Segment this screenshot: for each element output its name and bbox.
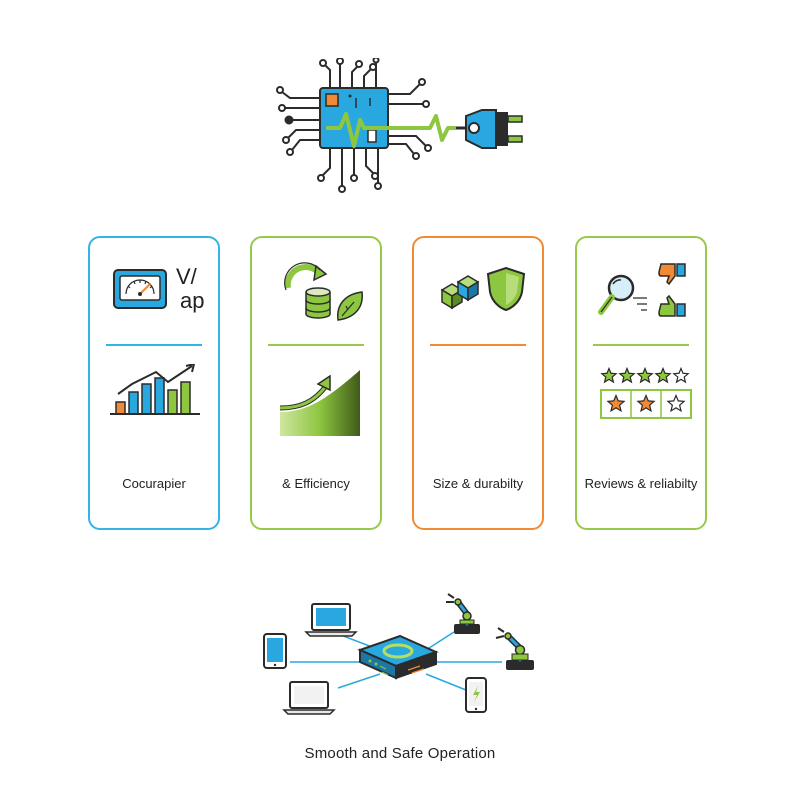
robot-arm-icon — [446, 593, 480, 634]
meter-text-top: V/ — [176, 264, 197, 289]
meter-text-bottom: ap — [180, 288, 205, 313]
star-filled-icon — [636, 366, 654, 384]
hub-device-icon — [357, 634, 439, 680]
thumbs-up-icon — [658, 294, 686, 317]
star-filled-icon — [636, 393, 656, 413]
rising-curve-icon — [279, 370, 360, 436]
star-empty-icon — [666, 393, 686, 413]
leaf-icon — [337, 291, 363, 321]
star-empty-icon — [672, 366, 690, 384]
card-label: Reviews & reliabilty — [584, 476, 698, 491]
card-divider — [430, 344, 526, 346]
robot-arm-icon — [495, 627, 534, 670]
card-size-durability: Size & durabilty — [412, 236, 544, 530]
laptop-icon — [304, 603, 358, 637]
magnifier-icon — [598, 274, 647, 315]
growth-bar-chart-icon — [110, 364, 200, 415]
card-performance: V/ ap Cocurapier — [88, 236, 220, 530]
star-filled-icon — [600, 366, 618, 384]
caption: Smooth and Safe Operation — [304, 745, 496, 762]
card-efficiency: & Efficiency — [250, 236, 382, 530]
laptop-icon — [282, 681, 336, 715]
circuit-chip-icon — [276, 58, 432, 193]
cubes-icon — [440, 275, 480, 310]
card-divider — [268, 344, 364, 346]
star-filled-icon — [654, 366, 672, 384]
card-reviews-reliability: Reviews & reliabilty — [575, 236, 707, 530]
card-label: & Efficiency — [282, 476, 350, 491]
circuit-chip-illustration — [276, 58, 523, 193]
card-label: Size & durabilty — [432, 476, 524, 491]
card-divider — [106, 344, 202, 346]
star-rating-icon — [600, 366, 692, 419]
thumbs-down-icon — [658, 263, 686, 286]
phone-icon — [263, 633, 287, 669]
recycle-arrow-coins-icon — [284, 262, 363, 321]
power-plug-icon — [456, 109, 523, 149]
shield-icon — [486, 266, 526, 312]
star-filled-icon — [606, 393, 626, 413]
phone-icon — [465, 677, 487, 713]
voltmeter-icon — [113, 269, 167, 309]
card-divider — [593, 344, 689, 346]
star-filled-icon — [618, 366, 636, 384]
network-illustration — [263, 593, 534, 715]
card-label: Cocurapier — [122, 476, 186, 491]
